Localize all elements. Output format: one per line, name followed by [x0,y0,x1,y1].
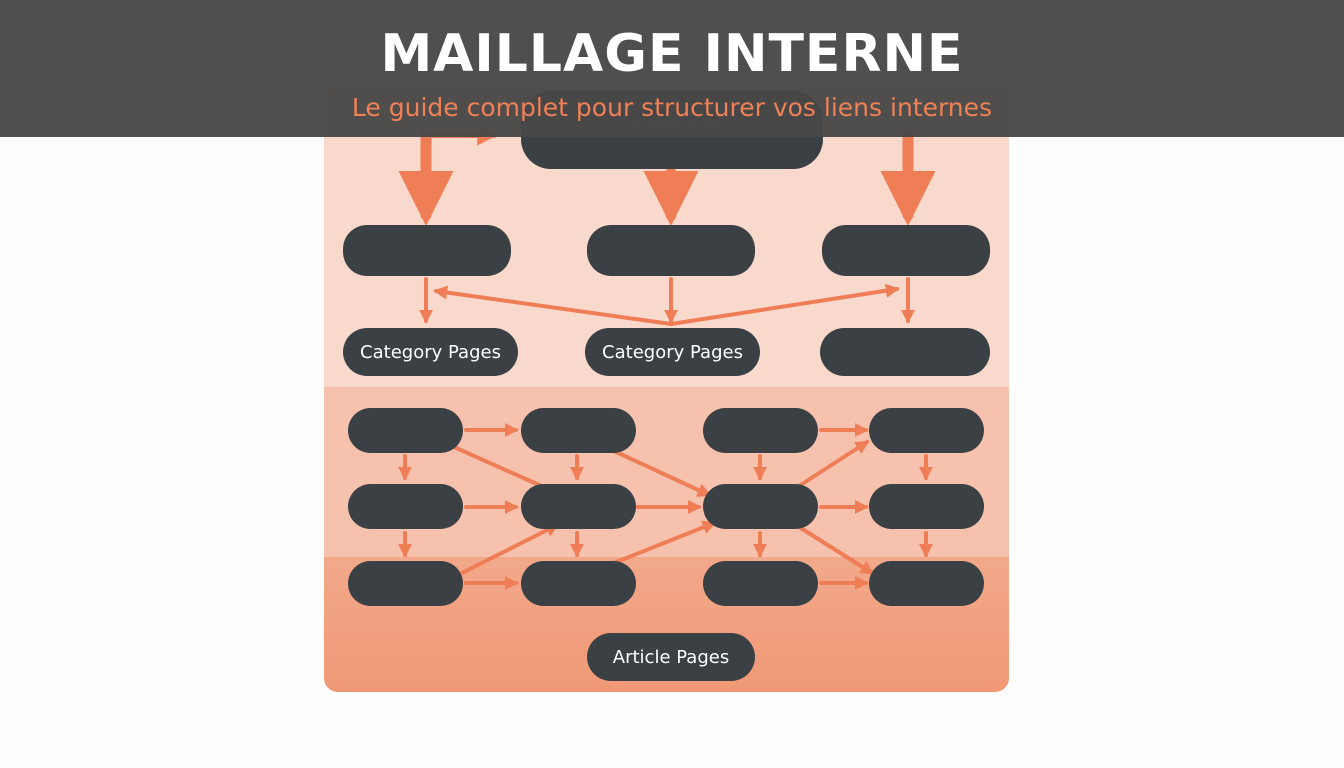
arrow-cross-right [669,283,900,326]
article-node [703,484,818,529]
article-node [348,561,463,606]
article-pages-node: Article Pages [587,633,755,681]
arrows-layer [398,124,936,590]
category-node-right [820,328,990,376]
section-node-right [822,225,990,276]
page-subtitle: Le guide complet pour structurer vos lie… [351,93,993,122]
article-node [521,484,636,529]
article-node [348,484,463,529]
article-node [703,408,818,453]
article-node [348,408,463,453]
article-node [703,561,818,606]
article-node [521,561,636,606]
article-node [869,561,984,606]
section-node-left [343,225,511,276]
article-node [521,408,636,453]
section-node-center [587,225,755,276]
site-structure-diagram: Homepane Category Pages Category Pages A… [324,83,1009,692]
article-node [869,484,984,529]
article-node [869,408,984,453]
category-pages-node-left: Category Pages [343,328,518,376]
page-title: MAILLAGE INTERNE [380,24,964,84]
category-pages-node-center: Category Pages [585,328,760,376]
arrow-cross-left [433,285,673,326]
title-banner: MAILLAGE INTERNE Le guide complet pour s… [0,0,1344,137]
